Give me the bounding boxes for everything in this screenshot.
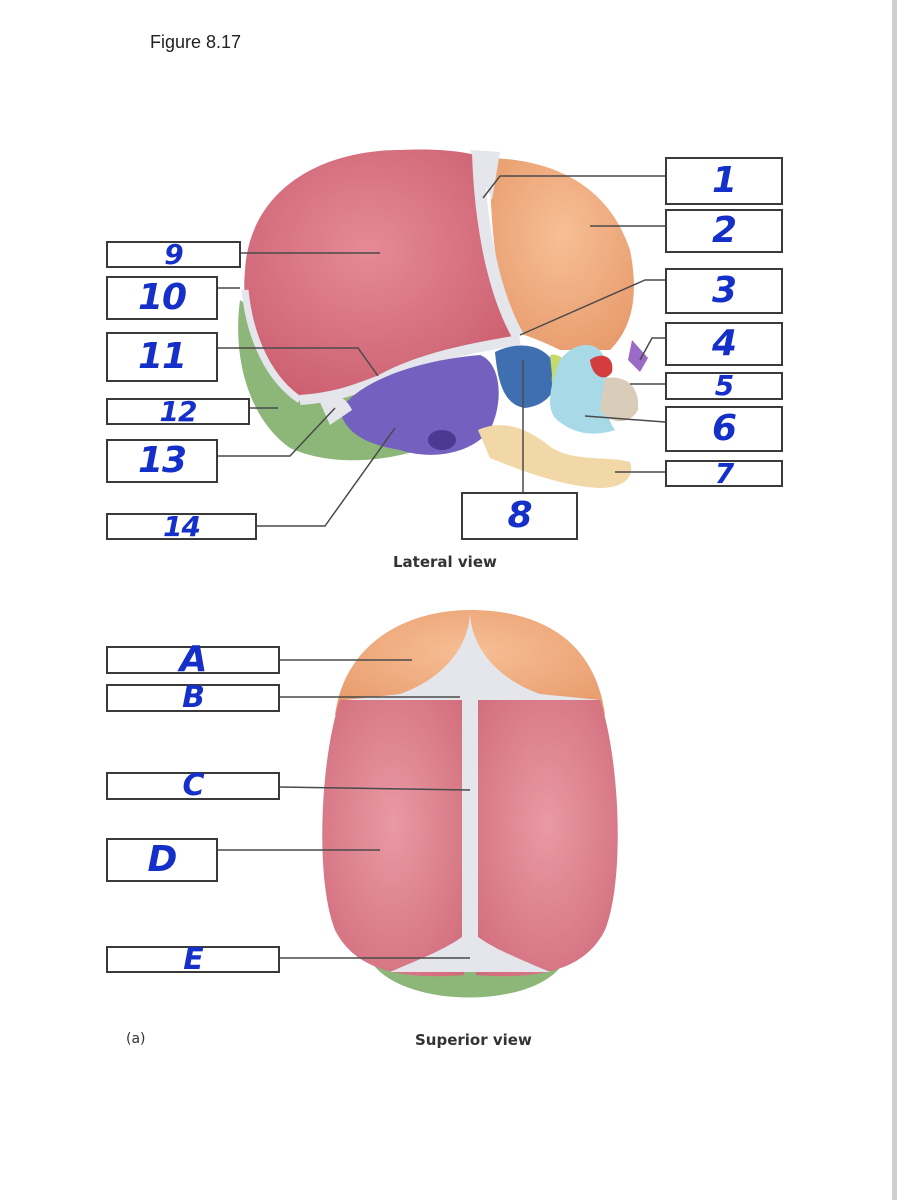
leader-11 (218, 347, 379, 377)
label-A: A (179, 639, 208, 680)
label-2: 2 (711, 210, 737, 251)
label-box-13[interactable]: 13 (106, 439, 218, 483)
leader-13 (218, 407, 336, 457)
label-11: 11 (137, 336, 187, 377)
label-4: 4 (711, 323, 737, 364)
leader-3 (519, 279, 665, 336)
left-parietal-superior (322, 700, 464, 977)
label-5: 5 (714, 369, 735, 402)
label-13: 13 (137, 440, 187, 481)
posterior-fontanel (390, 930, 550, 972)
label-9: 9 (164, 237, 184, 271)
frontal-bone (490, 158, 634, 350)
sagittal-suture (462, 700, 478, 950)
lateral-skull (238, 149, 648, 488)
orbit-region (590, 355, 613, 378)
label-box-D[interactable]: D (106, 838, 218, 882)
label-box-9[interactable]: 9 (106, 237, 241, 271)
label-box-7[interactable]: 7 (665, 456, 783, 490)
anterior-fontanel-lateral (470, 150, 500, 200)
leader-4 (639, 337, 665, 361)
label-box-1[interactable]: 1 (665, 157, 783, 205)
label-7: 7 (714, 456, 735, 490)
coronal-suture (472, 151, 524, 339)
label-12: 12 (159, 394, 198, 428)
label-box-11[interactable]: 11 (106, 332, 218, 382)
sphenoid-bone (495, 345, 557, 408)
label-C: C (182, 768, 204, 803)
caption-superior-view: Superior view (415, 1031, 532, 1049)
label-box-A[interactable]: A (106, 642, 280, 678)
label-6: 6 (711, 408, 737, 449)
right-parietal-superior (476, 700, 618, 977)
label-1: 1 (711, 160, 737, 201)
label-box-14[interactable]: 14 (106, 509, 257, 543)
anterior-fontanel (345, 614, 600, 700)
label-box-10[interactable]: 10 (106, 276, 218, 320)
label-8: 8 (507, 495, 532, 536)
label-B: B (182, 680, 205, 715)
label-10: 10 (137, 277, 187, 318)
external-acoustic-meatus (428, 430, 456, 450)
parietal-bone (244, 149, 520, 400)
mandible (478, 425, 632, 488)
caption-lateral-view: Lateral view (393, 553, 497, 571)
label-box-3[interactable]: 3 (665, 268, 783, 314)
lambdoid-suture (241, 289, 302, 403)
leader-6 (584, 415, 666, 423)
label-box-8[interactable]: 8 (461, 492, 578, 540)
label-box-6[interactable]: 6 (665, 406, 783, 452)
label-box-4[interactable]: 4 (665, 322, 783, 366)
label-box-E[interactable]: E (106, 941, 280, 977)
leader-C (279, 786, 471, 791)
leader-14 (257, 427, 396, 527)
nasal-bone (628, 340, 648, 372)
label-box-C[interactable]: C (106, 768, 280, 803)
maxilla-face (600, 377, 639, 422)
superior-leader-lines (218, 659, 471, 959)
figure-title: Figure 8.17 (150, 32, 242, 52)
lateral-leader-lines (218, 175, 666, 527)
label-D: D (147, 839, 178, 880)
label-14: 14 (163, 509, 201, 543)
label-box-12[interactable]: 12 (106, 394, 250, 428)
label-box-2[interactable]: 2 (665, 209, 783, 253)
label-E: E (183, 941, 203, 977)
label-box-5[interactable]: 5 (665, 372, 783, 400)
label-box-B[interactable]: B (106, 680, 280, 715)
caption-panel-a: (a) (126, 1031, 146, 1047)
superior-skull (322, 610, 618, 998)
page-edge (892, 0, 897, 1200)
leader-1 (482, 175, 665, 199)
label-3: 3 (711, 270, 737, 311)
mastoid-area (318, 394, 352, 425)
temporal-bone (340, 355, 499, 455)
